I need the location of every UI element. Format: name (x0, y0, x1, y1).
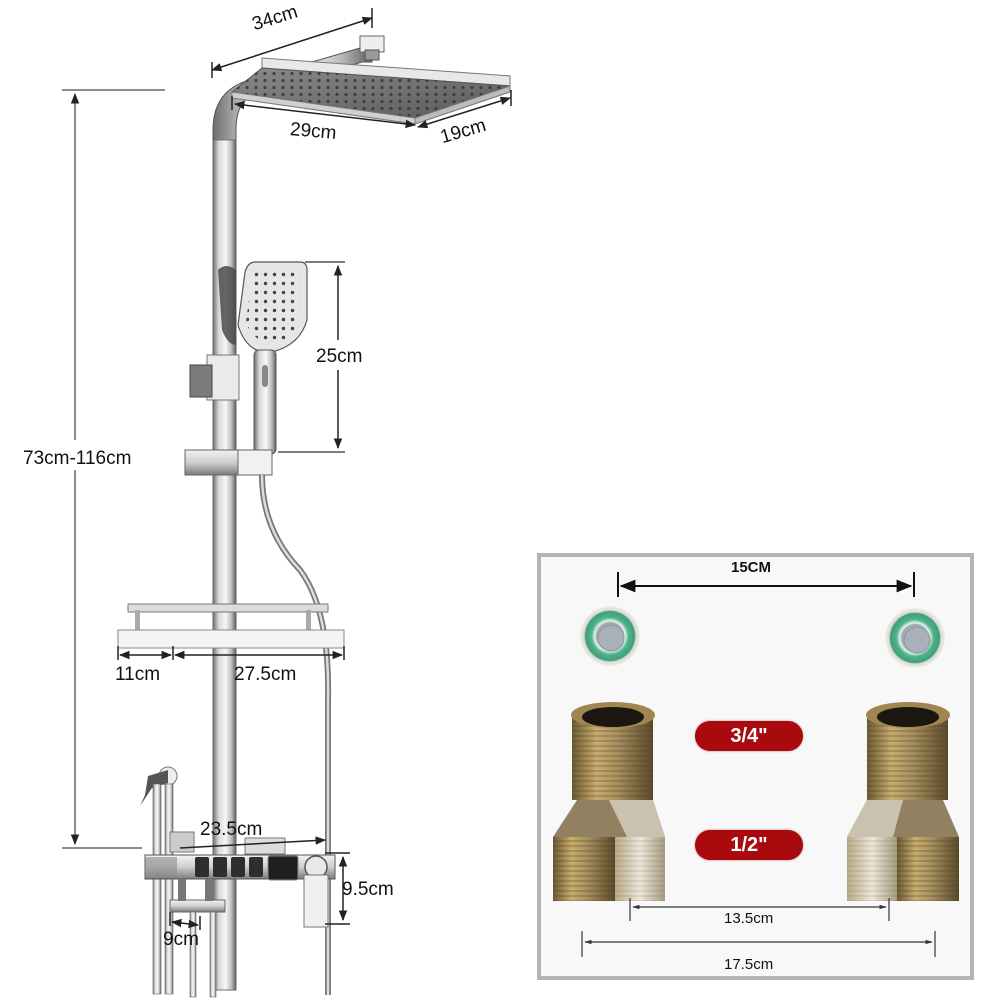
mixer-button-tub (249, 857, 263, 877)
wall-outlet-left (580, 606, 640, 666)
riser-pipe (212, 47, 373, 991)
dim-spout-length: 9cm (163, 929, 199, 950)
badge-adapter-top-size: 3/4" (695, 721, 803, 751)
wall-outlet-right (885, 608, 945, 668)
label-inner-spacing: 13.5cm (724, 910, 774, 927)
adapter-right (847, 702, 959, 901)
mixer-handle (303, 874, 329, 928)
shelf (117, 603, 345, 649)
handheld-shower (237, 261, 308, 455)
mixer-button-handheld (213, 857, 227, 877)
thermostatic-mixer (144, 831, 336, 998)
dimension-lines (62, 8, 512, 930)
adapter-left (553, 702, 665, 901)
mixer-button-bidet (195, 857, 209, 877)
label-top-spacing: 15CM (731, 559, 772, 576)
dim-height-range: 73cm-116cm (23, 448, 132, 469)
adapter-inset-illustration (553, 572, 959, 957)
dim-mixer-height: 9.5cm (342, 879, 394, 900)
badge-adapter-bottom-size: 1/2" (695, 830, 803, 860)
bidet-sprayer (140, 766, 178, 995)
shower-hose (260, 474, 330, 995)
slider-clip (218, 266, 236, 345)
mixer-button-rain (231, 857, 245, 877)
dim-shelf-width: 27.5cm (234, 664, 297, 685)
dim-mixer-width: 23.5cm (200, 819, 263, 840)
label-outer-spacing: 17.5cm (724, 956, 774, 973)
rain-shower-head (230, 57, 511, 125)
wall-bracket (189, 364, 213, 398)
spout (169, 899, 226, 913)
adapter-inset-panel: 15CM 3/4" 1/2" 13.5cm 17.5cm (537, 553, 974, 980)
dim-head-width: 29cm (289, 119, 338, 144)
dim-shelf-depth: 11cm (115, 664, 161, 685)
dim-handheld-length: 25cm (316, 346, 363, 367)
mixer-display (267, 855, 299, 881)
